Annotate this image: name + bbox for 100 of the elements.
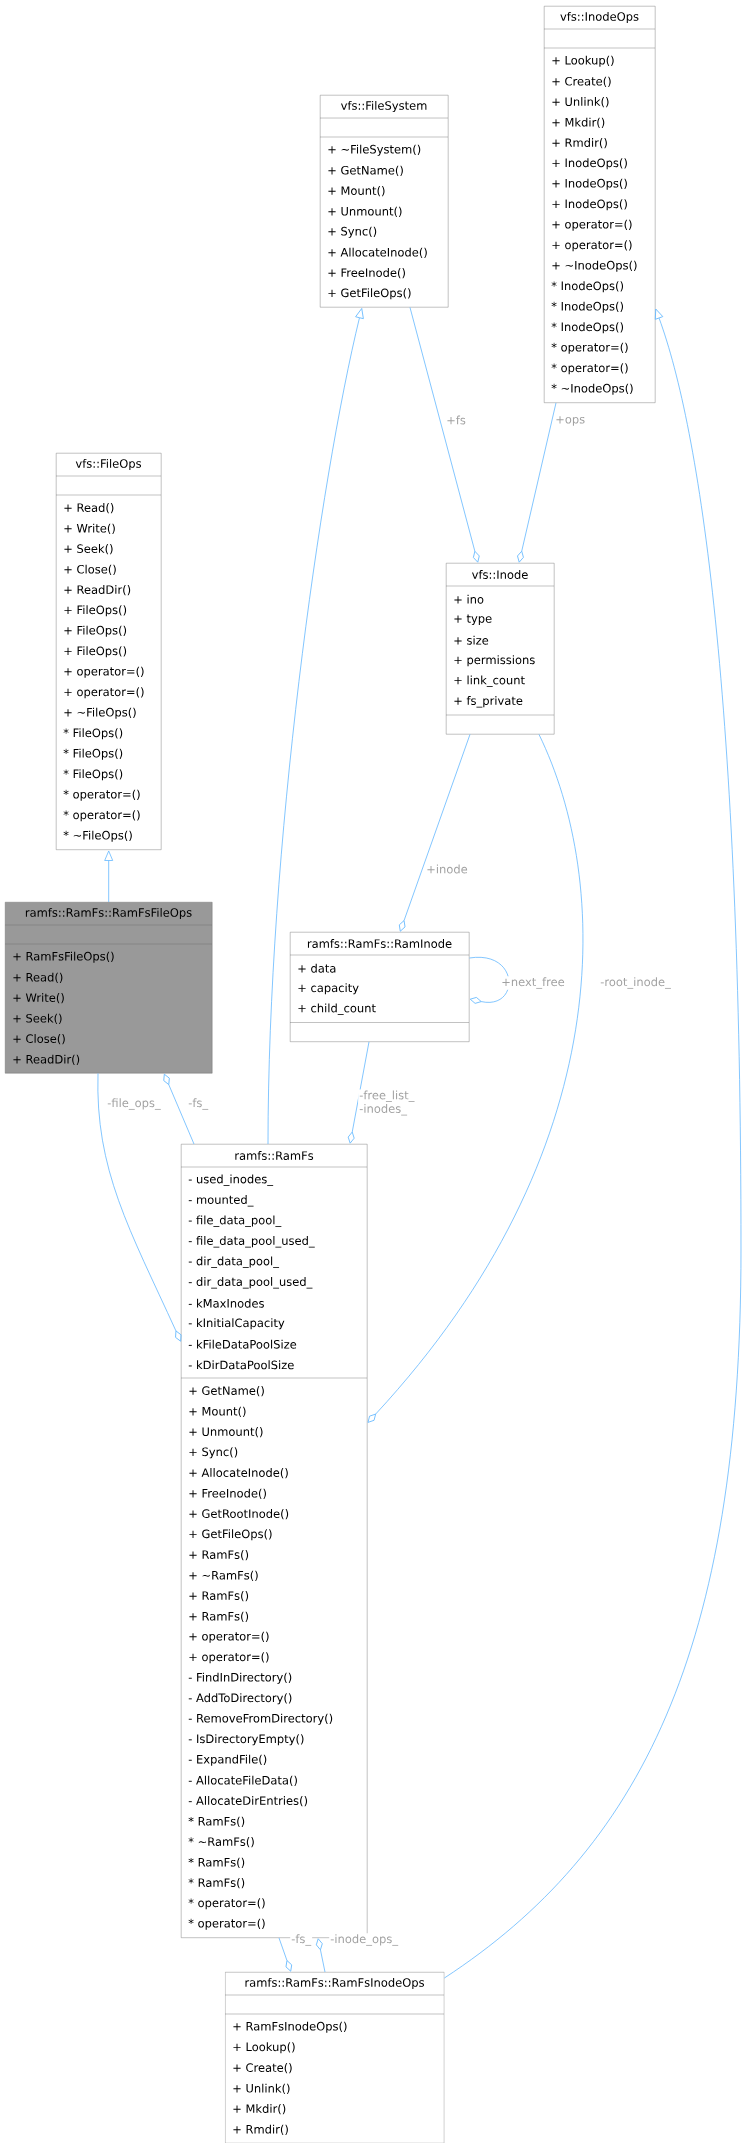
method-text: + operator=() — [552, 240, 632, 252]
method-text: + Unmount() — [189, 1427, 263, 1438]
class-name: ramfs::RamFs::RamFsFileOps — [25, 907, 192, 920]
connector — [267, 308, 364, 1145]
method-text: + operator=() — [64, 687, 144, 699]
connector — [444, 308, 742, 1979]
edge-label: +inode — [425, 863, 469, 875]
method-text: + Unlink() — [552, 97, 609, 108]
method-text: + RamFsFileOps() — [13, 951, 114, 963]
method-text: + Write() — [13, 993, 64, 1004]
edge-label: -inode_ops_ — [329, 1933, 400, 1947]
class-name: vfs::Inode — [472, 570, 528, 579]
class-name: vfs::FileOps — [75, 458, 142, 471]
method-text: + RamFsInodeOps() — [233, 2021, 347, 2033]
method-text: + GetName() — [189, 1386, 264, 1397]
connector — [517, 402, 557, 563]
attribute-text: + fs_private — [454, 696, 523, 708]
method-text: - AddToDirectory() — [188, 1693, 292, 1705]
method-text: - AllocateFileData() — [188, 1775, 297, 1786]
class-box — [224, 1972, 445, 2143]
edge-label: +next_free — [500, 976, 566, 990]
attribute-text: - file_data_pool_used_ — [188, 1236, 315, 1248]
attribute-text: + link_count — [454, 675, 525, 687]
connector — [315, 1938, 326, 1973]
connector — [104, 850, 114, 903]
attribute-text: - kFileDataPoolSize — [188, 1339, 297, 1349]
method-text: + InodeOps() — [552, 199, 627, 211]
class-box — [289, 932, 470, 1042]
method-text: + operator=() — [64, 666, 144, 678]
class-box — [319, 95, 449, 308]
method-text: + Sync() — [328, 226, 377, 238]
method-text: + Lookup() — [233, 2042, 295, 2054]
method-text: * InodeOps() — [551, 301, 623, 313]
method-text: + GetFileOps() — [189, 1529, 272, 1541]
method-text: + AllocateInode() — [189, 1468, 288, 1479]
attribute-text: - kDirDataPoolSize — [188, 1360, 294, 1370]
attribute-text: + permissions — [454, 655, 535, 667]
method-text: + Mkdir() — [552, 117, 605, 128]
attribute-text: + ino — [454, 594, 484, 604]
method-text: * FileOps() — [63, 748, 123, 760]
class-box — [445, 563, 555, 735]
method-text: + RamFs() — [189, 1591, 249, 1602]
edge-label: -fs_ — [187, 1097, 210, 1111]
method-text: + GetFileOps() — [328, 288, 411, 300]
method-text: + Mount() — [189, 1406, 246, 1417]
edge-label: -free_list_ -inodes_ — [358, 1089, 423, 1117]
method-text: + Unmount() — [328, 206, 402, 217]
connector — [367, 734, 583, 1423]
method-text: + ReadDir() — [64, 585, 131, 596]
method-text: + InodeOps() — [552, 178, 627, 190]
method-text: * ~FileOps() — [63, 830, 132, 842]
edge-label: +ops — [554, 415, 587, 427]
method-text: * operator=() — [63, 810, 140, 822]
class-name: ramfs::RamFs — [235, 1151, 314, 1160]
connector — [97, 1073, 182, 1342]
method-text: + RamFs() — [189, 1611, 249, 1622]
method-text: + FreeInode() — [189, 1488, 266, 1499]
method-text: * FileOps() — [63, 769, 123, 781]
method-text: + Seek() — [13, 1013, 62, 1024]
method-text: * ~InodeOps() — [551, 383, 633, 395]
method-text: + Seek() — [64, 544, 113, 555]
attribute-text: + size — [454, 635, 489, 645]
method-text: + FreeInode() — [328, 268, 405, 279]
method-text: + GetRootInode() — [189, 1509, 289, 1520]
attribute-text: - kInitialCapacity — [188, 1318, 285, 1330]
method-text: + Create() — [233, 2063, 292, 2074]
method-text: - IsDirectoryEmpty() — [188, 1734, 304, 1746]
connector — [163, 1073, 195, 1145]
method-text: - RemoveFromDirectory() — [188, 1713, 333, 1725]
method-text: + AllocateInode() — [328, 247, 427, 258]
method-text: + ~FileOps() — [64, 707, 136, 719]
method-text: * RamFs() — [188, 1857, 245, 1868]
method-text: + Lookup() — [552, 55, 614, 67]
method-text: + GetName() — [328, 165, 403, 176]
connector — [409, 307, 480, 563]
attribute-text: - file_data_pool_ — [188, 1215, 282, 1227]
method-text: + Rmdir() — [552, 138, 607, 149]
method-text: + FileOps() — [64, 605, 127, 617]
method-text: + RamFs() — [189, 1550, 249, 1561]
method-text: - FindInDirectory() — [188, 1672, 292, 1684]
method-text: + Write() — [64, 523, 115, 534]
method-text: + Sync() — [189, 1447, 238, 1459]
edge-label: -root_inode_ — [599, 976, 672, 990]
method-text: + Read() — [64, 503, 114, 514]
method-text: + ~InodeOps() — [552, 260, 637, 272]
method-text: + Mount() — [328, 186, 385, 197]
method-text: * operator=() — [188, 1898, 265, 1910]
attribute-text: + data — [298, 963, 336, 973]
class-name: vfs::FileSystem — [341, 100, 427, 113]
class-box — [543, 6, 656, 403]
edge-label: -file_ops_ — [106, 1097, 162, 1111]
class-name: ramfs::RamFs::RamFsInodeOps — [245, 1977, 424, 1990]
method-text: + Rmdir() — [233, 2124, 288, 2135]
connector — [347, 1041, 370, 1144]
method-text: + Read() — [13, 972, 63, 983]
method-text: + operator=() — [552, 219, 632, 231]
attribute-text: - kMaxInodes — [188, 1298, 264, 1308]
method-text: * RamFs() — [188, 1816, 245, 1827]
edge-label: -fs_ — [290, 1933, 313, 1947]
method-text: + ReadDir() — [13, 1054, 80, 1065]
